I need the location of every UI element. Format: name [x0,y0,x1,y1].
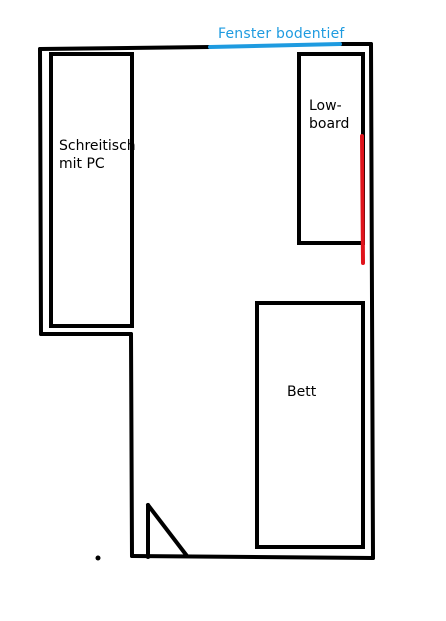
lowboard-label-line-1: Low- [309,98,342,114]
window-label: Fenster bodentief [218,26,345,42]
bed-shape [255,301,365,549]
bed-label: Bett [287,384,317,400]
lowboard-shape [297,52,365,245]
door-swing [146,503,189,558]
red-marker-line [360,134,365,265]
lowboard-label: Low- board [309,97,349,133]
desk-shape [49,52,134,328]
lowboard-label-line-2: board [309,116,350,132]
desk-label-line-2: mit PC [59,156,105,172]
desk-label-line-1: Schreitisch [59,138,136,154]
wall-bottom [130,554,375,560]
door-symbol [146,503,189,559]
room-walls [38,42,375,560]
wall-left-lower [129,332,134,558]
wall-right [369,42,375,560]
wall-left-upper [38,47,43,336]
window-line [208,42,342,49]
wall-top-left [38,45,212,51]
desk-label: Schreitisch mit PC [59,137,136,173]
stray-dot [95,555,101,561]
